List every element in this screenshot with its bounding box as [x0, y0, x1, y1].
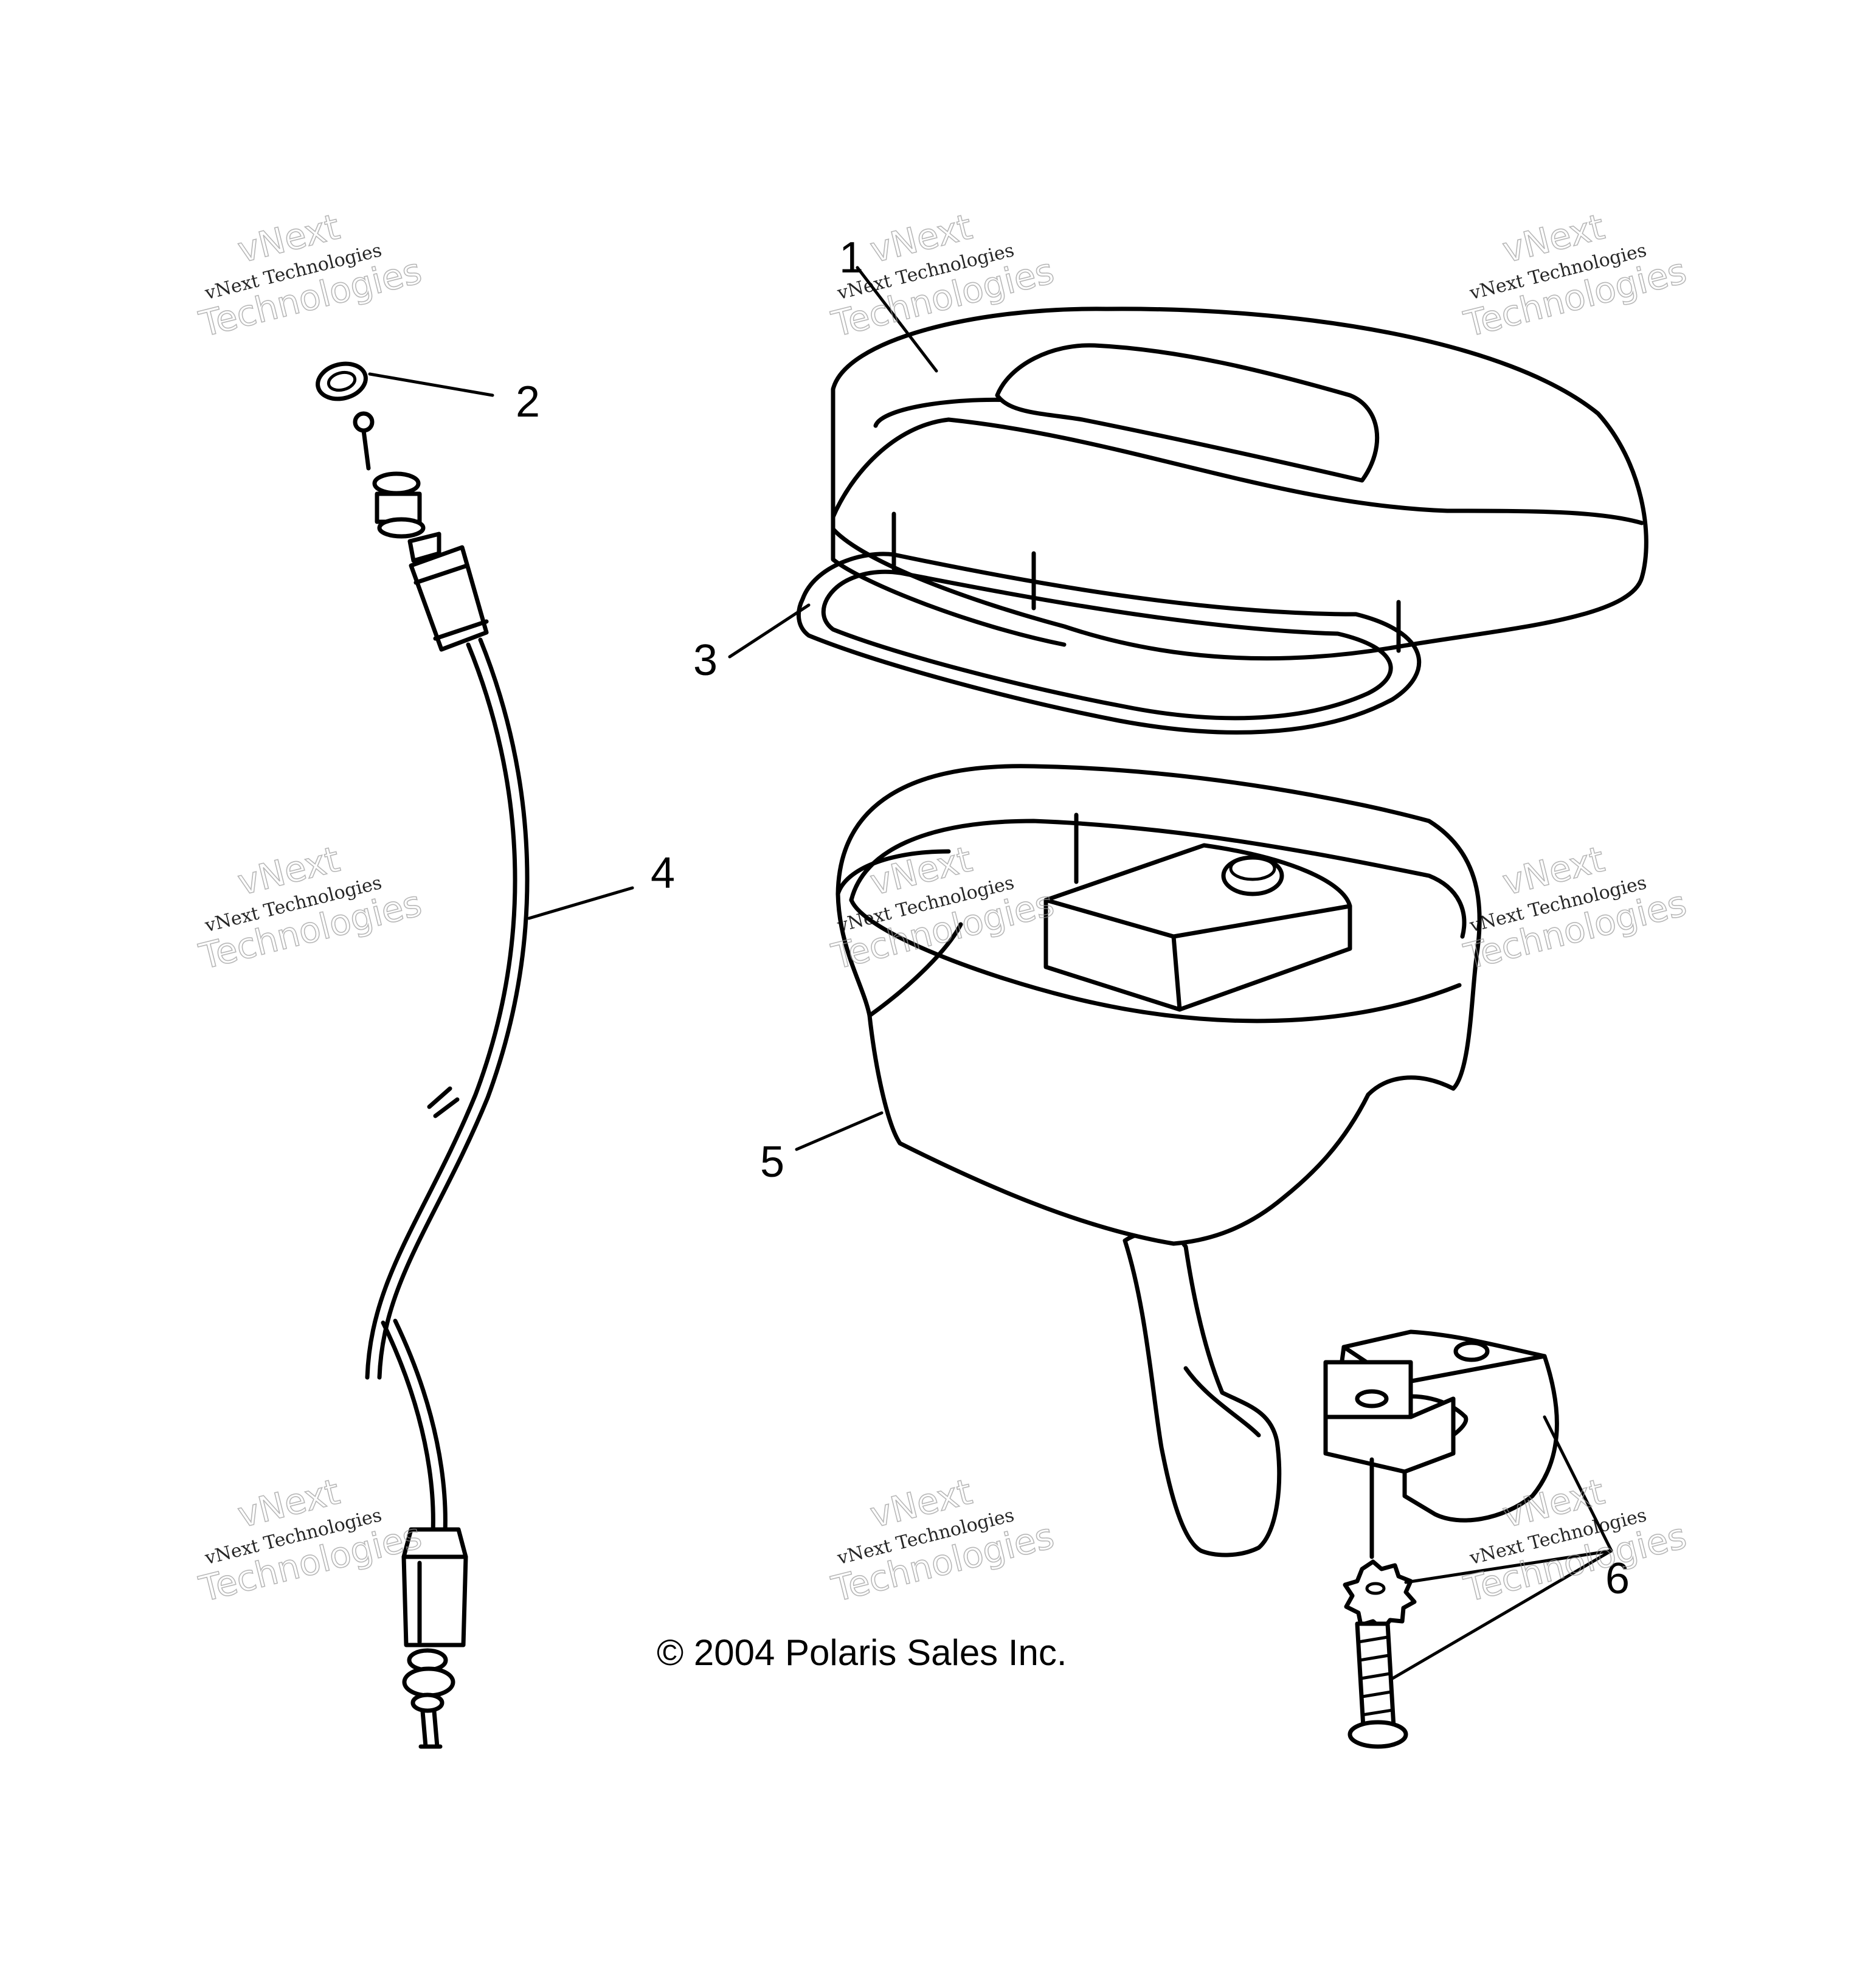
- callout-3: 3: [693, 636, 718, 685]
- callout-5: 5: [760, 1138, 784, 1186]
- watermark-1: vNext vNext Technologies Technologies: [195, 206, 426, 346]
- callout-4: 4: [651, 849, 675, 898]
- throttle-cover: [831, 307, 1648, 661]
- gasket: [796, 552, 1422, 735]
- callout-2: 2: [516, 378, 540, 426]
- watermark-7: vNext vNext Technologies Technologies: [195, 1470, 426, 1611]
- watermark-8: vNext vNext Technologies Technologies: [827, 1470, 1059, 1611]
- watermark-3: vNext vNext Technologies Technologies: [1459, 206, 1691, 346]
- throttle-housing: [835, 764, 1482, 1557]
- watermark-4: vNext vNext Technologies Technologies: [195, 838, 426, 978]
- throttle-cable: [353, 411, 530, 1749]
- washer: [316, 361, 368, 401]
- watermark-6: vNext vNext Technologies Technologies: [1459, 838, 1691, 978]
- callout-6: 6: [1605, 1554, 1630, 1603]
- clamp-hardware: [1323, 1329, 1559, 1749]
- callout-1: 1: [839, 234, 863, 282]
- leader-lines: [368, 266, 1613, 1680]
- copyright-text: © 2004 Polaris Sales Inc.: [657, 1632, 1067, 1673]
